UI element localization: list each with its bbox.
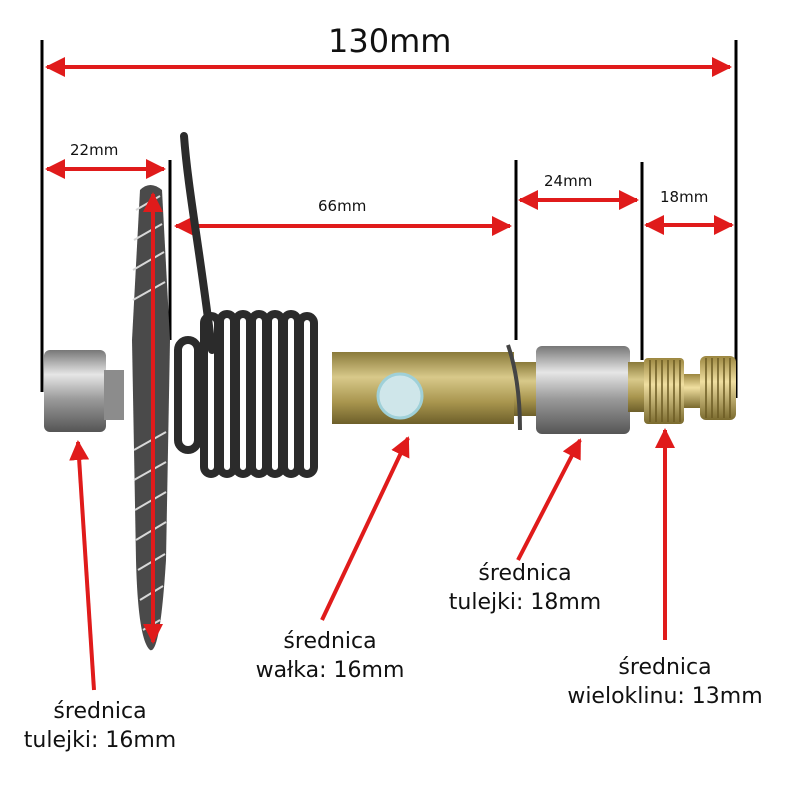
- right-bushing: [536, 346, 630, 434]
- dim-18mm-label: 18mm: [660, 188, 709, 206]
- callout-shaft: średnica wałka: 16mm: [255, 629, 405, 683]
- shaft-body: [332, 352, 514, 424]
- guide-lines: [40, 40, 738, 398]
- watermark-logo: [376, 372, 424, 420]
- callout-right-bushing: średnica tulejki: 18mm: [448, 561, 602, 615]
- dim-22mm-label: 22mm: [70, 141, 119, 159]
- callout-spline: średnica wieloklinu: 13mm: [567, 655, 763, 709]
- callout-left-bushing: średnica tulejki: 16mm: [23, 699, 177, 753]
- dimension-arrows: [45, 57, 734, 236]
- callout-arrows: [69, 428, 675, 691]
- total-length-label: 130mm: [328, 22, 452, 60]
- torsion-spring: [174, 310, 318, 478]
- dim-66mm-label: 66mm: [318, 197, 367, 215]
- spline-end: [644, 356, 736, 424]
- dim-24mm-label: 24mm: [544, 172, 593, 190]
- left-bushing: [44, 350, 106, 432]
